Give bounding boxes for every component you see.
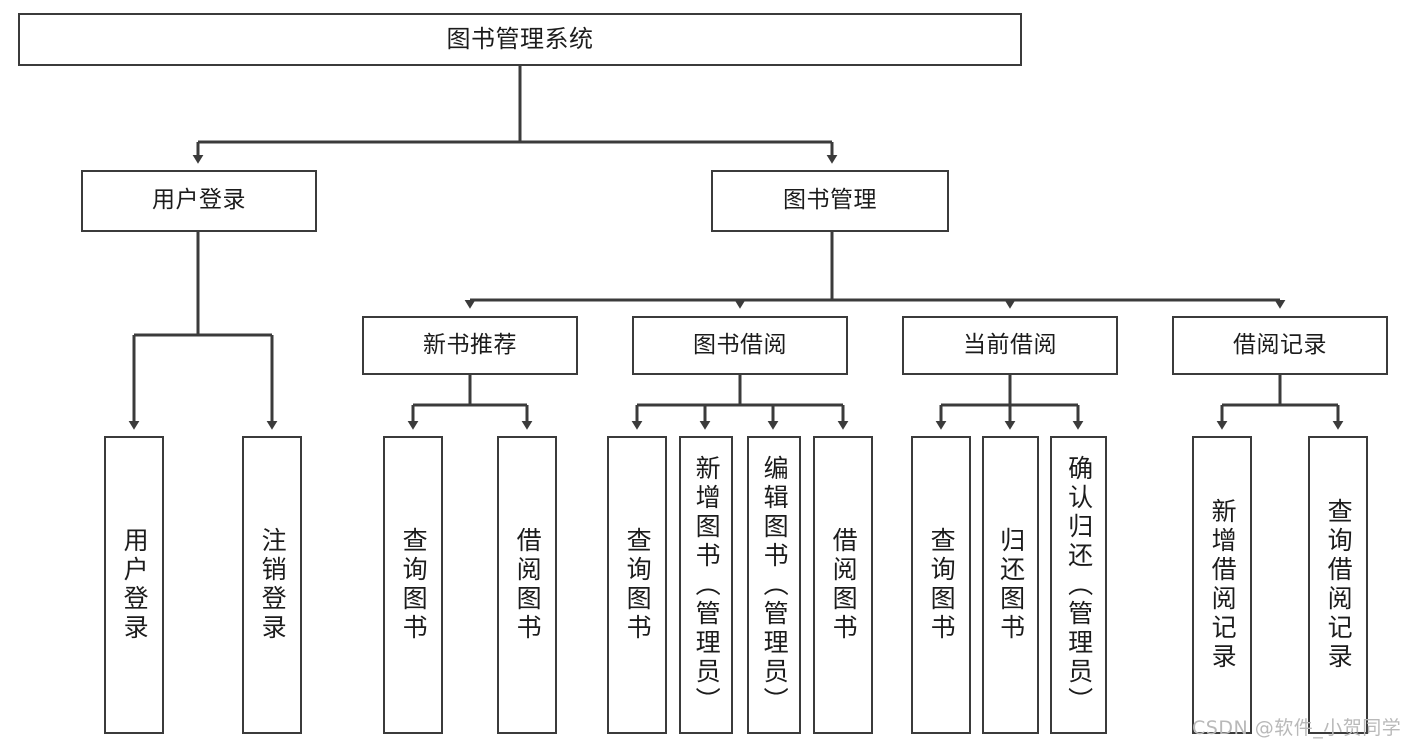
leaf-add-book-admin[interactable]: 新增图书（管理员）	[679, 436, 733, 734]
leaf-edit-book-admin[interactable]: 编辑图书（管理员）	[747, 436, 801, 734]
node-user-login[interactable]: 用户登录	[81, 170, 317, 232]
node-label: 借阅图书	[513, 527, 543, 643]
leaf-query-borrow-record[interactable]: 查询借阅记录	[1308, 436, 1368, 734]
node-label: 用户登录	[120, 527, 150, 643]
node-label: 图书借阅	[693, 331, 787, 358]
node-book-management[interactable]: 图书管理	[711, 170, 949, 232]
node-label: 新增图书（管理员）	[692, 454, 722, 716]
leaf-return-book[interactable]: 归还图书	[982, 436, 1039, 734]
node-label: 编辑图书（管理员）	[760, 454, 790, 716]
node-borrow-record[interactable]: 借阅记录	[1172, 316, 1388, 375]
node-current-borrow[interactable]: 当前借阅	[902, 316, 1118, 375]
leaf-add-borrow-record[interactable]: 新增借阅记录	[1192, 436, 1252, 734]
leaf-query-book-recommend[interactable]: 查询图书	[383, 436, 443, 734]
leaf-query-book-borrow[interactable]: 查询图书	[607, 436, 667, 734]
leaf-borrow-book-recommend[interactable]: 借阅图书	[497, 436, 557, 734]
leaf-query-book-current[interactable]: 查询图书	[911, 436, 971, 734]
node-label: 图书管理	[783, 187, 877, 214]
node-label: 查询借阅记录	[1324, 498, 1354, 672]
node-label: 查询图书	[927, 527, 957, 643]
node-label: 查询图书	[399, 527, 429, 643]
node-label: 图书管理系统	[446, 25, 594, 54]
node-label: 新书推荐	[423, 331, 517, 358]
node-label: 借阅记录	[1233, 331, 1327, 358]
node-label: 用户登录	[152, 187, 246, 214]
node-label: 归还图书	[996, 527, 1026, 643]
node-root-book-management-system[interactable]: 图书管理系统	[18, 13, 1022, 66]
leaf-confirm-return-admin[interactable]: 确认归还（管理员）	[1050, 436, 1107, 734]
csdn-watermark: CSDN @软件_小贺同学	[1192, 717, 1402, 739]
node-label: 当前借阅	[963, 331, 1057, 358]
node-label: 借阅图书	[829, 527, 859, 643]
leaf-borrow-book[interactable]: 借阅图书	[813, 436, 873, 734]
node-label: 新增借阅记录	[1208, 498, 1238, 672]
node-label: 确认归还（管理员）	[1064, 454, 1094, 716]
node-book-borrow[interactable]: 图书借阅	[632, 316, 848, 375]
leaf-user-login[interactable]: 用户登录	[104, 436, 164, 734]
leaf-logout-login[interactable]: 注销登录	[242, 436, 302, 734]
node-new-book-recommend[interactable]: 新书推荐	[362, 316, 578, 375]
node-label: 注销登录	[258, 527, 288, 643]
node-label: 查询图书	[623, 527, 653, 643]
